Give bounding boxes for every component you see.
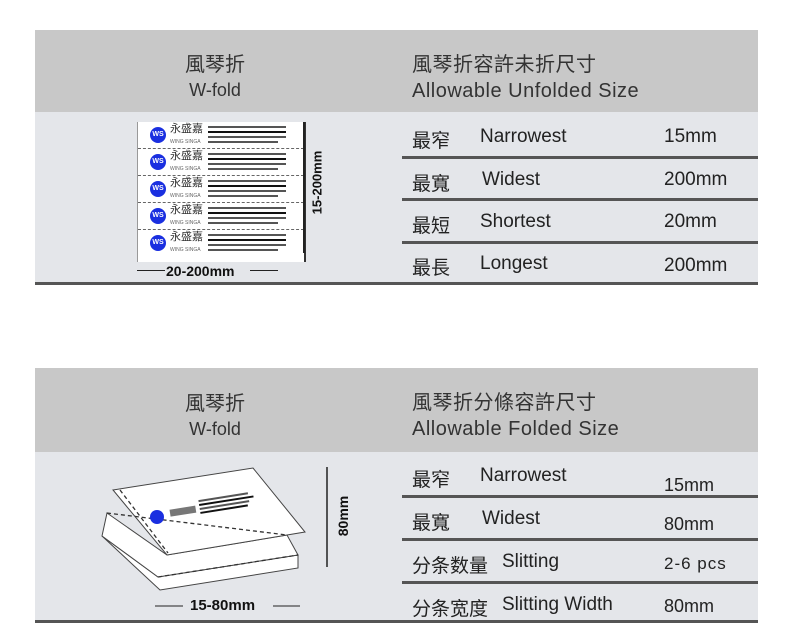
section1-left-title-cn: 風琴折	[185, 54, 245, 76]
row-en: Slitting	[502, 551, 560, 572]
row-en: Shortest	[480, 211, 551, 232]
section2-header	[35, 368, 758, 452]
spec-row: 最長 Longest 200mm	[402, 243, 758, 283]
logo-name: 永盛嘉	[170, 176, 203, 189]
spec-row: 最窄 Narrowest 15mm	[402, 116, 758, 159]
logo-badge: WS	[150, 235, 166, 251]
row-value: 80mm	[664, 596, 715, 616]
vertical-dimension-line	[303, 122, 305, 253]
spec-row: 分条数量 Slitting 2-6 pcs	[402, 541, 758, 584]
logo-badge: WS	[150, 208, 166, 224]
label-item: WS 永盛嘉 WING SINGA	[138, 149, 304, 176]
row-en: Widest	[482, 169, 541, 190]
label-item: WS 永盛嘉 WING SINGA	[138, 176, 304, 203]
logo-name: 永盛嘉	[170, 149, 203, 162]
logo-sub: WING SINGA	[170, 247, 201, 253]
logo-badge	[150, 510, 164, 524]
row-value: 15mm	[664, 475, 715, 495]
row-cn: 最寬	[412, 513, 451, 534]
row-cn: 最窄	[412, 131, 451, 152]
row-value: 200mm	[664, 169, 728, 190]
section1-right-title-cn: 風琴折容許未折尺寸	[412, 54, 597, 76]
section1-header	[35, 30, 758, 112]
logo-name: 永盛嘉	[170, 230, 203, 243]
logo-sub: WING SINGA	[170, 193, 201, 199]
row-value: 200mm	[664, 255, 728, 276]
row-value: 20mm	[664, 211, 717, 232]
horizontal-dimension-label: 20-200mm	[166, 263, 235, 279]
spec-row: 最窄 Narrowest 15mm	[402, 455, 758, 498]
section2-left-title-en: W-fold	[189, 419, 241, 439]
section2-left-title-cn: 風琴折	[185, 393, 245, 415]
row-cn: 最長	[412, 258, 451, 279]
label-item: WS 永盛嘉 WING SINGA	[138, 122, 304, 149]
label-strip-image: WS 永盛嘉 WING SINGA WS 永盛嘉 WING SINGA WS 永盛嘉 WING …	[137, 122, 306, 262]
row-cn: 分条数量	[412, 556, 489, 577]
row-en: Narrowest	[480, 126, 567, 147]
logo-badge: WS	[150, 154, 166, 170]
row-en: Widest	[482, 508, 541, 529]
spec-row: 分条宽度 Slitting Width 80mm	[402, 584, 758, 624]
folded-label-print	[169, 492, 254, 517]
horizontal-dimension-line	[250, 270, 278, 271]
vertical-dimension-label: 80mm	[335, 495, 351, 537]
row-cn: 最窄	[412, 470, 451, 491]
section2-right-title-cn: 風琴折分條容許尺寸	[412, 392, 597, 414]
row-en: Longest	[480, 253, 548, 274]
section1-right-title-en: Allowable Unfolded Size	[412, 80, 640, 102]
logo-sub: WING SINGA	[170, 220, 201, 226]
row-value: 15mm	[664, 126, 717, 147]
horizontal-dimension-line	[137, 270, 165, 271]
row-value: 80mm	[664, 514, 715, 534]
row-cn: 最寬	[412, 174, 451, 195]
logo-badge: WS	[150, 127, 166, 143]
logo-sub: WING SINGA	[170, 139, 201, 145]
logo-sub: WING SINGA	[170, 166, 201, 172]
row-cn: 分条宽度	[412, 599, 489, 620]
row-en: Narrowest	[480, 465, 567, 486]
spec-row: 最寬 Widest 80mm	[402, 498, 758, 541]
horizontal-dimension-label: 15-80mm	[190, 597, 256, 614]
row-en: Slitting Width	[502, 594, 613, 615]
spec-row: 最短 Shortest 20mm	[402, 201, 758, 244]
logo-name: 永盛嘉	[170, 203, 203, 216]
logo-name: 永盛嘉	[170, 122, 203, 135]
section1-left-title-en: W-fold	[189, 80, 241, 100]
row-cn: 最短	[412, 216, 451, 237]
spec-row: 最寬 Widest 200mm	[402, 159, 758, 201]
logo-badge: WS	[150, 181, 166, 197]
label-item: WS 永盛嘉 WING SINGA	[138, 230, 304, 257]
section2-right-title-en: Allowable Folded Size	[412, 418, 620, 440]
row-value: 2-6 pcs	[664, 554, 727, 573]
label-item: WS 永盛嘉 WING SINGA	[138, 203, 304, 230]
